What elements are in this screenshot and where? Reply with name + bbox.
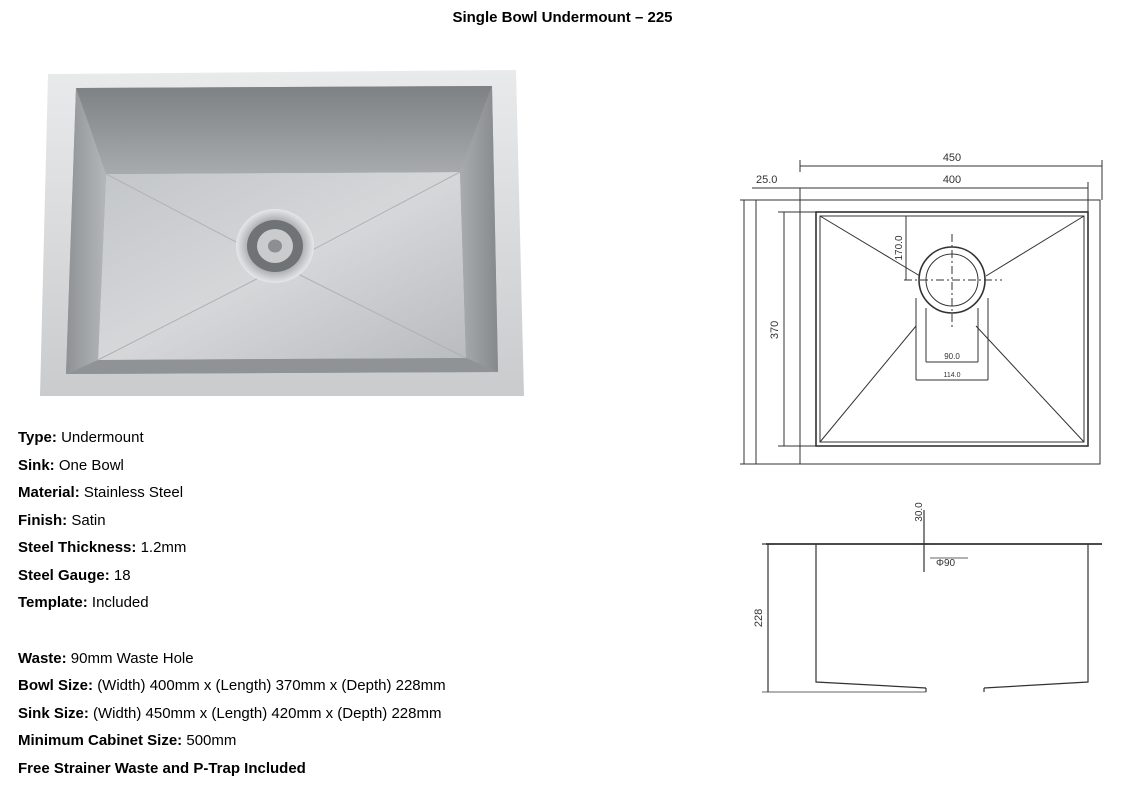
spec-sink: Sink: One Bowl: [18, 456, 124, 474]
spec-template: Template: Included: [18, 594, 149, 611]
spec-footer-note: Free Strainer Waste and P-Trap Included: [18, 759, 306, 777]
spec-type: Type: Undermount: [18, 429, 144, 446]
spec-steel-gauge: Steel Gauge: 18: [18, 566, 131, 584]
spec-sink-size: Sink Size: (Width) 450mm x (Length) 420m…: [18, 704, 442, 722]
dim-bowl-length: 370: [769, 321, 781, 339]
dim-waste-offset: 170.0: [894, 235, 905, 260]
dim-waste-diameter: Φ90: [936, 558, 956, 569]
dim-depth: 228: [753, 609, 765, 627]
sink-photo: [40, 70, 524, 396]
spec-finish: Finish: Satin: [18, 511, 106, 529]
side-section-drawing: 30.0 Φ90 228: [753, 502, 1102, 693]
plan-view-drawing: 450 400 25.0 420 370 170.0 90.0 114.0: [740, 152, 1103, 465]
spec-waste: Waste: 90mm Waste Hole: [18, 649, 194, 667]
spec-steel-thickness: Steel Thickness: 1.2mm: [18, 539, 187, 556]
dim-rim: 30.0: [914, 502, 925, 522]
spec-material: Material: Stainless Steel: [18, 484, 184, 501]
dim-overall-length: 420: [740, 329, 741, 347]
dim-bowl-width: 400: [943, 174, 961, 186]
dim-flange: 25.0: [756, 174, 777, 186]
specifications: Type: Undermount Sink: One Bowl Material…: [18, 424, 446, 782]
spec-min-cabinet: Minimum Cabinet Size: 500mm: [18, 732, 237, 749]
dim-waste-outer: 114.0: [944, 372, 961, 379]
dim-waste-inner: 90.0: [944, 352, 960, 361]
dim-overall-width: 450: [943, 152, 961, 164]
page-title: Single Bowl Undermount – 225: [452, 9, 673, 26]
spec-bowl-size: Bowl Size: (Width) 400mm x (Length) 370m…: [18, 677, 446, 694]
